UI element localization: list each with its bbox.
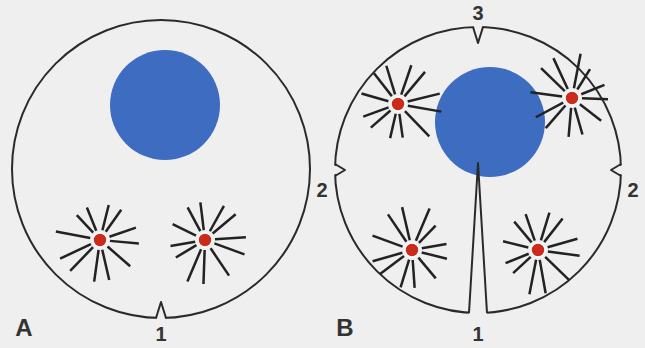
spindle-fiber — [56, 231, 90, 238]
spindle-fiber — [171, 242, 196, 246]
spindle-fiber — [408, 94, 440, 102]
spindle-fiber — [574, 54, 581, 88]
cleavage-furrows — [156, 23, 625, 322]
spindle-fiber — [215, 237, 246, 239]
furrow-line — [335, 164, 345, 176]
callout-number: 1 — [472, 324, 483, 344]
spindle-fiber — [70, 247, 93, 271]
spindle-fiber — [187, 249, 201, 281]
callout-number: 1 — [155, 324, 166, 344]
spindle-fiber — [553, 58, 567, 89]
spindle-fiber — [102, 205, 108, 230]
spindle-fiber — [536, 103, 563, 118]
spindle-fiber — [581, 85, 604, 94]
spindle-fiber — [548, 239, 578, 248]
spindle-fiber — [188, 207, 201, 231]
spindle-fiber — [577, 69, 590, 89]
spindle-fiber — [203, 250, 204, 284]
spindle-fiber — [363, 107, 388, 116]
spindle-fiber — [418, 258, 435, 279]
spindle-fiber — [569, 108, 572, 137]
spindle-fiber — [526, 214, 535, 240]
spindle-fiber — [211, 248, 229, 275]
furrow-line — [156, 302, 166, 318]
furrow-line — [469, 163, 487, 313]
callout-number: 2 — [627, 180, 638, 200]
spindle-fiber — [582, 97, 608, 100]
spindle-fiber — [422, 244, 447, 248]
spindle-fiber — [214, 243, 244, 254]
spindle-fiber — [200, 202, 203, 230]
spindle-fiber — [422, 252, 447, 258]
spindle-fiber — [419, 226, 436, 243]
furrow-mask — [331, 164, 345, 176]
spindle-fiber — [109, 228, 135, 237]
spindle-fiber — [506, 254, 529, 263]
spindle-fiber — [580, 104, 601, 121]
spindle-fiber — [373, 253, 403, 262]
spindle-fiber — [540, 260, 546, 293]
spindle-fiber — [405, 111, 429, 136]
furrow-mask — [473, 23, 483, 43]
centrosome — [391, 97, 405, 111]
spindle-fiber — [94, 250, 98, 282]
centrosome — [405, 243, 419, 257]
callout-number: 2 — [316, 180, 327, 200]
spindle-fiber — [575, 108, 583, 135]
centrosome — [565, 91, 579, 105]
furrow-mask — [156, 302, 166, 322]
centrosome — [93, 233, 107, 247]
spindle-fiber — [102, 250, 109, 280]
spindle-fiber — [408, 106, 441, 112]
spindle-fiber — [361, 94, 388, 102]
furrow-line — [611, 164, 621, 176]
spindle-fiber — [548, 251, 580, 255]
furrow-mask — [469, 163, 487, 317]
spindle-fiber — [541, 68, 565, 91]
centrosome — [531, 243, 545, 257]
spindle-fiber — [106, 210, 121, 232]
spindle-fiber — [401, 260, 409, 288]
panel-letter: A — [15, 316, 32, 340]
spindle-fiber — [87, 208, 96, 231]
spindle-fiber — [386, 66, 395, 95]
nucleus-b — [435, 67, 545, 177]
spindle-fiber — [404, 72, 425, 97]
spindle-fiber — [173, 224, 196, 235]
panel-letter: B — [336, 316, 353, 340]
spindle-fiber — [399, 114, 402, 138]
furrow-mask — [611, 164, 625, 176]
callout-number: 3 — [472, 3, 483, 23]
spindle-fiber — [546, 106, 566, 129]
cell-a — [12, 20, 310, 318]
spindle-fiber — [416, 209, 430, 241]
spindle-fiber — [213, 214, 236, 233]
furrow-line — [473, 27, 483, 43]
spindle-fiber — [529, 260, 536, 294]
spindle-fiber — [373, 236, 403, 247]
spindle-fiber — [108, 247, 131, 267]
nucleus-a — [110, 50, 220, 160]
asters — [56, 54, 608, 294]
spindle-fiber — [402, 207, 410, 240]
spindle-fiber — [176, 245, 197, 257]
spindle-fiber — [110, 241, 139, 244]
cell-outlines — [12, 20, 621, 318]
spindle-fiber — [60, 244, 91, 258]
spindle-fiber — [413, 260, 415, 288]
spindle-fiber — [545, 257, 569, 280]
centrosome — [198, 233, 212, 247]
spindle-fiber — [503, 241, 528, 247]
spindle-fiber — [530, 92, 562, 96]
spindle-fiber — [390, 114, 396, 138]
spindle-fiber — [544, 218, 562, 242]
